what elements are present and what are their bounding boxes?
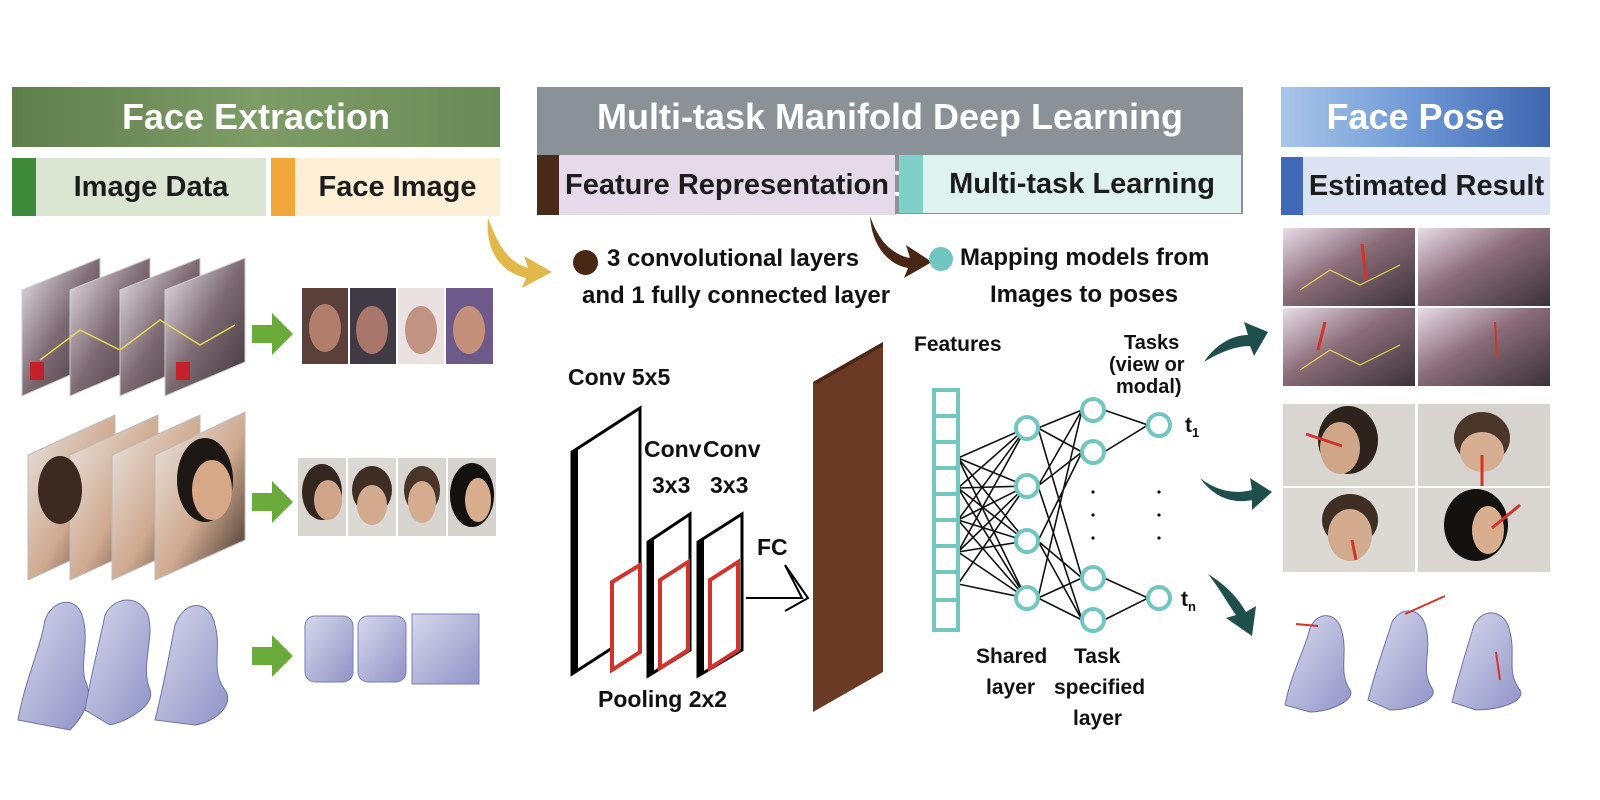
image-data-panel <box>17 257 496 731</box>
face-image-subheader: Face Image <box>295 158 500 216</box>
t1-base: t <box>1185 414 1192 437</box>
shared-layer-label-line2: layer <box>986 676 1036 699</box>
estimated-result-subheader: Estimated Result <box>1303 157 1550 215</box>
shared-layer-nodes <box>1014 415 1040 611</box>
dark-teal-arrow-3 <box>1208 574 1256 636</box>
face-crops-row1 <box>302 288 493 364</box>
estimated-result-label: Estimated Result <box>1308 170 1545 202</box>
multi-task-learning-accent <box>899 155 923 213</box>
network-edges <box>957 409 1149 621</box>
conv3-label-line1: Conv <box>703 436 761 462</box>
face-crops-row2 <box>298 458 496 536</box>
image-data-subheader: Image Data <box>36 158 266 216</box>
multi-task-learning-label: Multi-task Learning <box>949 168 1215 200</box>
task-layer-label-line3: layer <box>1073 707 1123 730</box>
image-data-label: Image Data <box>73 171 229 203</box>
face-pose-header: Face Pose <box>1281 87 1550 147</box>
task-specified-nodes <box>1080 397 1106 633</box>
t1-subscript: 1 <box>1192 425 1200 441</box>
fc-feature-bar <box>813 342 883 712</box>
feature-representation-accent <box>537 155 559 215</box>
fc-label: FC <box>757 534 788 560</box>
teal-dot-marker <box>929 247 953 271</box>
image-data-accent <box>12 158 36 216</box>
feature-column <box>932 388 960 632</box>
face-image-label: Face Image <box>318 171 477 203</box>
ellipsis-dots <box>1091 490 1161 540</box>
tn-base: t <box>1181 588 1188 611</box>
tasks-label-line2: (view or <box>1109 354 1185 376</box>
fc-arrow <box>746 564 810 612</box>
feature-representation-label: Feature Representation <box>565 169 889 201</box>
dark-teal-arrow-2 <box>1200 478 1272 510</box>
pooling-label: Pooling 2x2 <box>598 686 728 712</box>
green-arrow-row1 <box>252 313 293 355</box>
conv2-label-line2: 3x3 <box>652 472 691 498</box>
depth-crops-row3 <box>304 613 480 685</box>
surveillance-image-stack <box>21 257 246 397</box>
shared-layer-label-line1: Shared <box>976 645 1048 668</box>
task-output-nodes <box>1146 412 1172 611</box>
green-arrow-row3 <box>252 635 293 677</box>
dark-teal-arrow-1 <box>1204 322 1268 362</box>
multi-task-learning-subheader: Multi-task Learning <box>923 155 1241 213</box>
face-extraction-header: Face Extraction <box>12 87 500 147</box>
multitask-network <box>932 388 1172 633</box>
pool1-slab <box>610 561 642 674</box>
green-arrow-row2 <box>252 481 293 523</box>
face-pose-results <box>1283 404 1550 572</box>
mapping-note-line1: Mapping models from <box>960 244 1210 271</box>
tn-label: tn <box>1181 588 1196 614</box>
conv2-label-line1: Conv <box>644 436 702 462</box>
face-pose-title: Face Pose <box>1326 96 1505 137</box>
tasks-label-line1: Tasks <box>1124 332 1180 354</box>
tasks-label-line3: modal) <box>1116 376 1182 398</box>
estimated-result-accent <box>1281 157 1303 215</box>
t1-label: t1 <box>1185 414 1199 440</box>
task-layer-label-line2: specified <box>1054 676 1146 699</box>
tn-subscript: n <box>1188 599 1196 615</box>
features-label: Features <box>914 333 1002 356</box>
face-extraction-title: Face Extraction <box>121 96 391 137</box>
face-image-accent <box>271 158 295 216</box>
room-pose-results <box>1283 228 1550 386</box>
feature-note-line1: 3 convolutional layers <box>607 245 860 272</box>
pool3-slab <box>708 558 740 672</box>
cnn-diagram <box>570 342 883 712</box>
brown-curved-arrow <box>870 216 932 278</box>
face-image-stack <box>27 411 246 581</box>
estimated-result-panel <box>1283 228 1550 713</box>
depth-image-set <box>17 599 229 731</box>
brown-dot-marker <box>573 250 598 275</box>
feature-note-line2: and 1 fully connected layer <box>582 282 891 309</box>
pool2-slab <box>658 558 690 672</box>
feature-representation-subheader: Feature Representation <box>559 155 895 215</box>
conv3-label-line2: 3x3 <box>710 472 749 498</box>
conv1-label: Conv 5x5 <box>568 364 671 390</box>
mapping-note-line2: Images to poses <box>990 281 1179 308</box>
gold-curved-arrow <box>487 218 552 288</box>
depth-pose-results <box>1284 595 1522 713</box>
task-layer-label-line1: Task <box>1074 645 1121 668</box>
